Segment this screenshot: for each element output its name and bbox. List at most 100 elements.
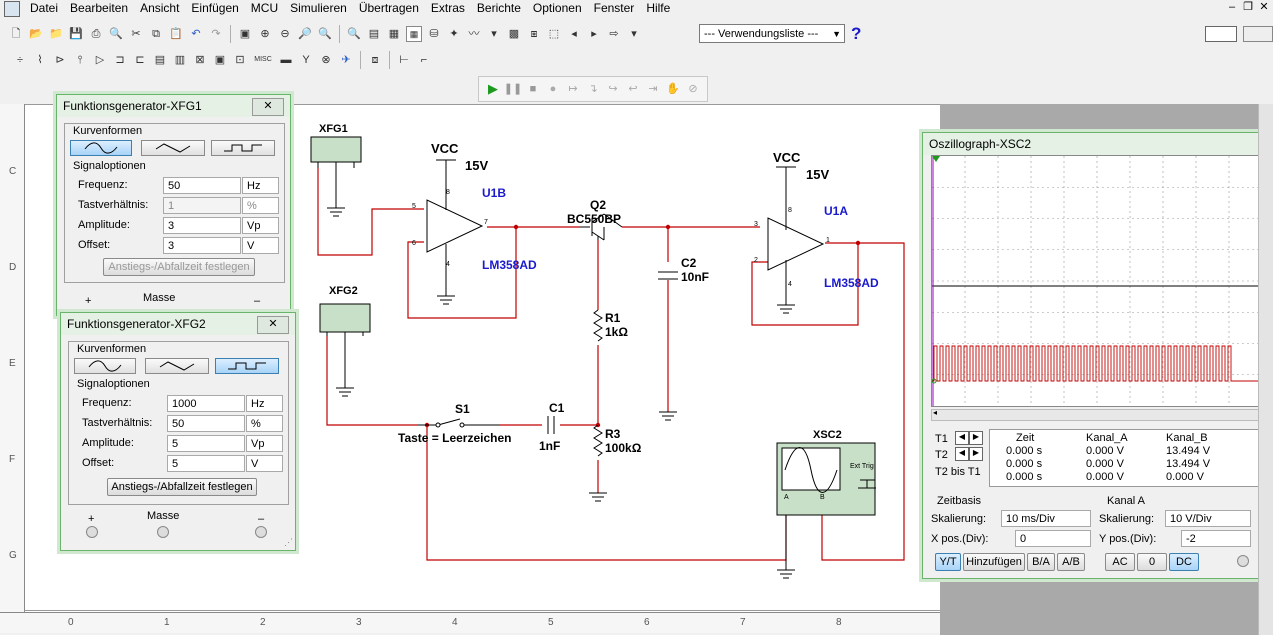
rise-fall-time-button[interactable]: Anstiegs-/Abfallzeit festlegen bbox=[103, 258, 255, 276]
cmos-icon[interactable]: ⊏ bbox=[135, 54, 145, 66]
offset-input[interactable]: 5 bbox=[167, 455, 245, 472]
menu-uebertragen[interactable]: Übertragen bbox=[358, 1, 419, 15]
duty-cycle-input[interactable]: 50 bbox=[167, 415, 245, 432]
menu-bearbeiten[interactable]: Bearbeiten bbox=[70, 1, 129, 15]
help-icon[interactable]: ? bbox=[851, 24, 862, 43]
in-use-list-dropdown[interactable]: --- Verwendungsliste --- ▼ bbox=[699, 24, 845, 43]
paste-icon[interactable]: 📋 bbox=[169, 28, 183, 40]
postprocessor-icon[interactable]: 〰 bbox=[468, 28, 480, 40]
yt-mode-button[interactable]: Y/T bbox=[935, 553, 961, 571]
offset-unit[interactable]: V bbox=[246, 455, 283, 472]
rf-icon[interactable]: Y bbox=[302, 54, 310, 66]
triangle-wave-button[interactable] bbox=[141, 140, 205, 156]
monitor-icon[interactable]: ▬ bbox=[280, 54, 292, 66]
amplitude-input[interactable]: 5 bbox=[167, 435, 245, 452]
close-icon[interactable]: ✕ bbox=[252, 98, 284, 116]
ac-coupling-button[interactable]: AC bbox=[1105, 553, 1135, 571]
new-file-icon[interactable]: 🗋 bbox=[11, 28, 21, 40]
menu-simulieren[interactable]: Simulieren bbox=[290, 1, 347, 15]
panel-toggle-icon[interactable] bbox=[1243, 26, 1273, 42]
mixed-icon[interactable]: ▣ bbox=[214, 54, 226, 66]
zoom-area-icon[interactable]: 🔎 bbox=[298, 28, 312, 40]
run-icon[interactable]: ▶ bbox=[488, 81, 498, 96]
ab-mode-button[interactable]: A/B bbox=[1057, 553, 1085, 571]
transistor-icon[interactable]: ⫯ bbox=[77, 54, 83, 66]
transfer-icon[interactable]: ⇨ bbox=[609, 28, 619, 40]
hand-icon[interactable]: ✋ bbox=[666, 83, 680, 95]
zoom-in-icon[interactable]: ⊕ bbox=[260, 28, 270, 40]
dropdown-arrow-icon[interactable]: ▾ bbox=[491, 28, 497, 40]
undo-icon[interactable]: ↶ bbox=[191, 28, 201, 40]
save-icon[interactable]: 💾 bbox=[69, 28, 83, 40]
vertical-scrollbar[interactable] bbox=[1258, 104, 1273, 635]
minus-terminal[interactable] bbox=[255, 526, 267, 538]
grid-icon[interactable]: ▦ bbox=[406, 26, 422, 42]
amplitude-input[interactable]: 3 bbox=[163, 217, 241, 234]
frequency-input[interactable]: 1000 bbox=[167, 395, 245, 412]
search-icon[interactable]: 🔍 bbox=[347, 28, 361, 40]
advanced-peripherals-icon[interactable]: ▥ bbox=[174, 54, 186, 66]
scroll-left-icon[interactable]: ◂ bbox=[933, 408, 938, 417]
wire-icon[interactable]: ⌐ bbox=[420, 54, 428, 66]
square-wave-button[interactable] bbox=[211, 140, 275, 156]
misc-icon[interactable]: MISC bbox=[254, 56, 272, 63]
run-to-cursor-icon[interactable]: ⇥ bbox=[648, 83, 658, 95]
plus-terminal[interactable] bbox=[86, 526, 98, 538]
spreadsheet-icon[interactable]: ▦ bbox=[388, 28, 400, 40]
zero-coupling-button[interactable]: 0 bbox=[1137, 553, 1167, 571]
oscilloscope-screen[interactable] bbox=[931, 155, 1263, 407]
frequency-unit[interactable]: Hz bbox=[242, 177, 279, 194]
component-wizard-icon[interactable]: ✦ bbox=[449, 28, 459, 40]
stop-icon[interactable]: ■ bbox=[529, 83, 537, 95]
triangle-wave-button[interactable] bbox=[145, 358, 209, 374]
ba-mode-button[interactable]: B/A bbox=[1027, 553, 1055, 571]
misc-digital-icon[interactable]: ⊠ bbox=[195, 54, 205, 66]
open-sample-icon[interactable]: 📁 bbox=[49, 28, 63, 40]
menu-extras[interactable]: Extras bbox=[430, 1, 465, 15]
menu-optionen[interactable]: Optionen bbox=[532, 1, 582, 15]
instrument-view-icon[interactable] bbox=[1205, 26, 1237, 42]
step-over-icon[interactable]: ↪ bbox=[608, 83, 618, 95]
minimize-icon[interactable]: – bbox=[1228, 1, 1236, 13]
menu-ansicht[interactable]: Ansicht bbox=[140, 1, 180, 15]
close-icon[interactable]: ✕ bbox=[257, 316, 289, 334]
menu-fenster[interactable]: Fenster bbox=[593, 1, 635, 15]
dc-coupling-button[interactable]: DC bbox=[1169, 553, 1199, 571]
resize-grip-icon[interactable]: ⋰ bbox=[284, 537, 293, 547]
fullscreen-icon[interactable]: ▣ bbox=[239, 28, 251, 40]
select-box-icon[interactable]: ⬚ bbox=[548, 28, 560, 40]
menu-mcu[interactable]: MCU bbox=[250, 1, 279, 15]
sine-wave-button[interactable] bbox=[70, 140, 132, 156]
ni-components-icon[interactable]: ✈ bbox=[341, 54, 351, 66]
print-icon[interactable]: ⎙ bbox=[91, 28, 101, 40]
bus-icon[interactable]: ⊢ bbox=[399, 54, 409, 66]
t1-left-arrow-icon[interactable]: ◀ bbox=[955, 431, 969, 445]
zoom-out-icon[interactable]: ⊖ bbox=[280, 28, 290, 40]
app-icon[interactable] bbox=[4, 0, 20, 17]
backannotate-icon[interactable]: ◂ bbox=[571, 28, 577, 40]
basic-icon[interactable]: ⌇ bbox=[37, 54, 43, 66]
indicator-icon[interactable]: ⊡ bbox=[235, 54, 245, 66]
remove-breakpoints-icon[interactable]: ⊘ bbox=[688, 83, 698, 95]
y-position-input[interactable]: -2 bbox=[1181, 530, 1251, 547]
step-icon[interactable]: ↦ bbox=[568, 83, 578, 95]
rise-fall-time-button[interactable]: Anstiegs-/Abfallzeit festlegen bbox=[107, 478, 257, 496]
duty-cycle-input[interactable]: 1 bbox=[163, 197, 241, 214]
offset-input[interactable]: 3 bbox=[163, 237, 241, 254]
diode-icon[interactable]: ⊳ bbox=[55, 54, 65, 66]
common-terminal[interactable] bbox=[157, 526, 169, 538]
open-folder-icon[interactable]: 📂 bbox=[29, 28, 43, 40]
electromechanical-icon[interactable]: ⊗ bbox=[321, 54, 331, 66]
database-icon[interactable]: ⛁ bbox=[429, 28, 439, 40]
pause-icon[interactable]: ❚❚ bbox=[503, 83, 523, 95]
oscilloscope-titlebar[interactable]: Oszillograph-XSC2 bbox=[923, 133, 1273, 155]
t1-right-arrow-icon[interactable]: ▶ bbox=[969, 431, 983, 445]
close-icon[interactable]: ✕ bbox=[1259, 1, 1269, 13]
netlist-icon[interactable]: ⧆ bbox=[530, 28, 538, 40]
timebase-scale-input[interactable]: 10 ms/Div bbox=[1001, 510, 1091, 527]
print-preview-icon[interactable]: 🔍 bbox=[109, 28, 123, 40]
step-into-icon[interactable]: ↴ bbox=[588, 83, 598, 95]
cut-icon[interactable]: ✂ bbox=[131, 28, 141, 40]
mcu-icon[interactable]: ▤ bbox=[154, 54, 166, 66]
menu-hilfe[interactable]: Hilfe bbox=[646, 1, 671, 15]
